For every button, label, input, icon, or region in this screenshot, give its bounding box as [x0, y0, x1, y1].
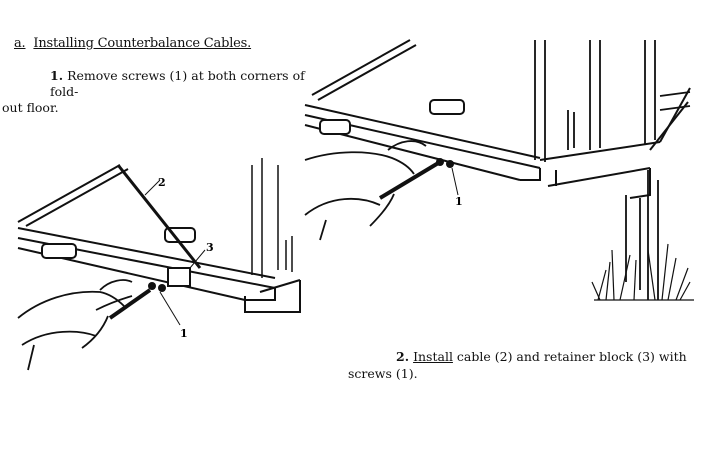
right-screw-1b: [446, 160, 454, 168]
right-floor-edge: [304, 39, 691, 199]
section-heading: a. Installing Counterbalance Cables.: [14, 36, 251, 51]
step-1-text: 1.Remove screws (1) at both corners of f…: [2, 68, 320, 116]
section-number: a.: [14, 36, 26, 51]
right-screwdriver: [378, 160, 442, 200]
right-callout-1-leader: [451, 167, 459, 196]
step-2-first-word: Install: [413, 349, 453, 364]
step-2-line-1: cable (2) and retainer block (3) with: [452, 349, 687, 364]
step-2-number: 2.: [396, 349, 410, 364]
right-floor-latch: [319, 119, 351, 135]
callout-2-leader: [144, 179, 161, 196]
left-screwdriver: [108, 288, 152, 320]
section-title: Installing Counterbalance Cables.: [33, 36, 252, 51]
callout-1-leader: [159, 291, 181, 326]
grass-tuft: [591, 243, 694, 301]
left-callout-3: 3: [206, 241, 214, 254]
screw-1b: [158, 284, 166, 292]
left-floor-latch: [41, 243, 77, 259]
right-floor-handle: [429, 99, 465, 115]
step-2-text: 2.Install cable (2) and retainer block (…: [348, 348, 688, 382]
right-wall-frame: [534, 40, 691, 300]
step-1-number: 1.: [50, 68, 64, 83]
right-hands: [304, 140, 427, 241]
callout-3-leader: [189, 249, 206, 269]
screw-1a: [148, 282, 156, 290]
right-callout-1: 1: [455, 195, 463, 208]
step-1-line-1: Remove screws (1) at both corners of fol…: [50, 68, 305, 99]
cable-2: [116, 164, 202, 269]
left-wall-frame: [251, 158, 293, 278]
left-floor-edge: [17, 164, 301, 313]
left-callout-1: 1: [180, 327, 188, 340]
left-hands: [17, 279, 133, 371]
retainer-block-3: [167, 267, 191, 287]
left-callout-2: 2: [158, 176, 166, 189]
step-1-line-2: out floor.: [2, 100, 59, 115]
step-2-line-2: screws (1).: [348, 366, 418, 381]
